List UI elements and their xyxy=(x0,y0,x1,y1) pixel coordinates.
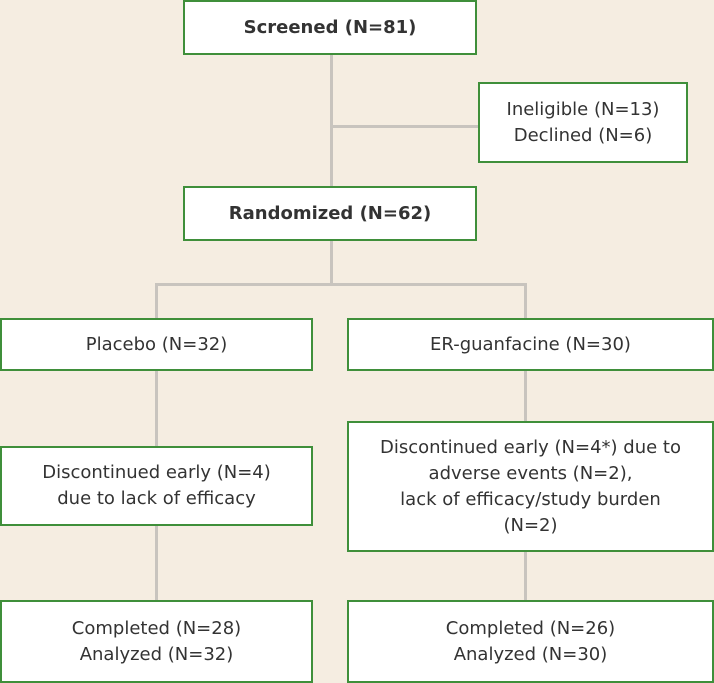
placebo-arm-box: Placebo (N=32) xyxy=(0,318,313,371)
placebo-discontinued-box: Discontinued early (N=4) due to lack of … xyxy=(0,446,313,526)
ineligible-label: Ineligible (N=13) xyxy=(506,98,660,120)
guanfacine-outcome-box: Completed (N=26) Analyzed (N=30) xyxy=(347,600,714,683)
connector-screened-randomized xyxy=(330,55,333,187)
connector-arms-horizontal xyxy=(155,283,527,286)
guanfacine-discontinued-line3: lack of efficacy/study burden xyxy=(400,488,661,510)
connector-to-guanfacine xyxy=(524,283,527,319)
connector-guanfacine-completed xyxy=(524,551,527,601)
placebo-discontinued-line2: due to lack of efficacy xyxy=(57,488,256,509)
placebo-arm-label: Placebo (N=32) xyxy=(85,333,228,355)
connector-guanfacine-discontinued xyxy=(524,370,527,422)
connector-placebo-completed xyxy=(155,525,158,601)
guanfacine-arm-box: ER-guanfacine (N=30) xyxy=(347,318,714,371)
guanfacine-completed-label: Completed (N=26) xyxy=(445,617,616,639)
guanfacine-discontinued-line1: Discontinued early (N=4*) due to xyxy=(380,436,681,458)
placebo-discontinued-line1: Discontinued early (N=4) xyxy=(42,462,271,483)
screened-label: Screened (N=81) xyxy=(243,16,417,38)
placebo-analyzed-label: Analyzed (N=32) xyxy=(79,643,234,665)
connector-randomized-down xyxy=(330,240,333,285)
connector-placebo-discontinued xyxy=(155,370,158,448)
guanfacine-discontinued-line4: (N=2) xyxy=(503,514,558,536)
connector-to-excluded xyxy=(330,125,478,128)
randomized-label: Randomized (N=62) xyxy=(228,202,432,224)
declined-label: Declined (N=6) xyxy=(513,124,653,146)
guanfacine-arm-label: ER-guanfacine (N=30) xyxy=(430,333,631,355)
placebo-completed-label: Completed (N=28) xyxy=(71,617,242,639)
randomized-box: Randomized (N=62) xyxy=(183,186,477,241)
screened-box: Screened (N=81) xyxy=(183,0,477,55)
guanfacine-discontinued-box: Discontinued early (N=4*) due to adverse… xyxy=(347,421,714,552)
guanfacine-analyzed-label: Analyzed (N=30) xyxy=(453,643,608,665)
connector-to-placebo xyxy=(155,283,158,319)
guanfacine-discontinued-line2: adverse events (N=2), xyxy=(428,462,633,484)
excluded-box: Ineligible (N=13) Declined (N=6) xyxy=(478,82,688,163)
placebo-outcome-box: Completed (N=28) Analyzed (N=32) xyxy=(0,600,313,683)
